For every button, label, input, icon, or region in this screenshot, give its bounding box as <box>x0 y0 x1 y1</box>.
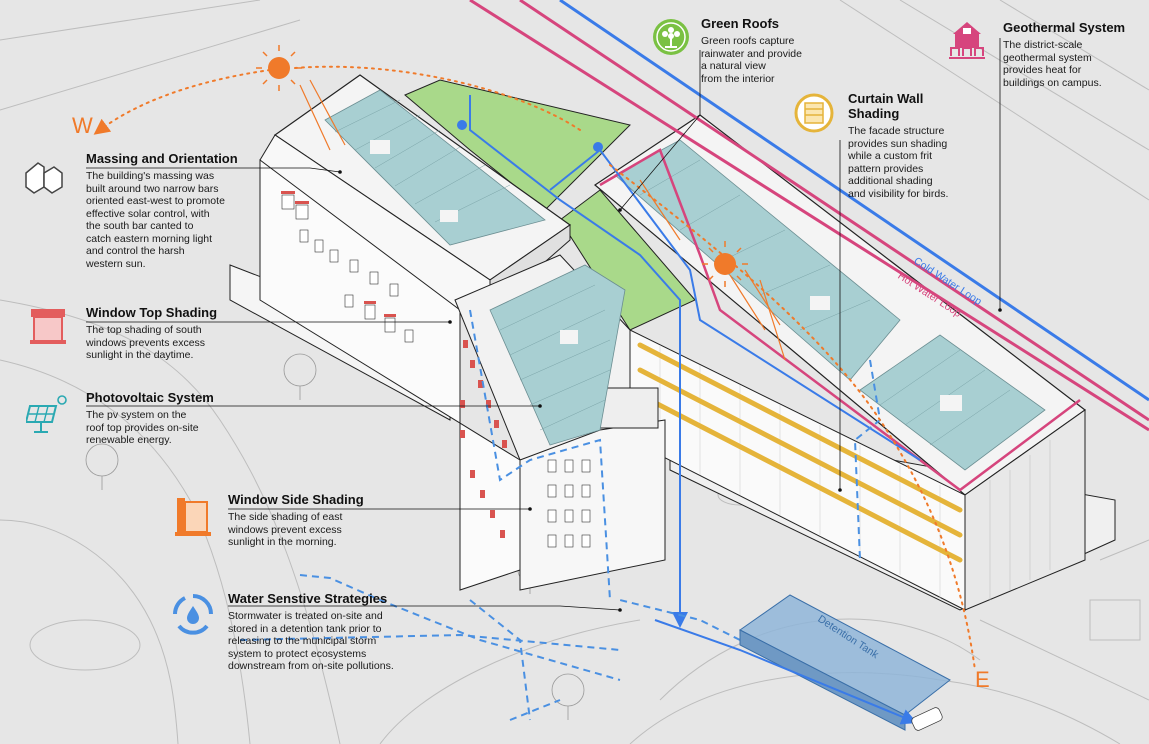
leader-lines <box>86 38 1001 611</box>
label-water: Water Senstive Strategies Stormwater is … <box>228 591 428 673</box>
label-window-top: Window Top Shading The top shading of so… <box>86 305 256 362</box>
sun-rays <box>299 79 786 361</box>
label-title: Massing and Orientation <box>86 151 238 166</box>
label-title: Water Senstive Strategies <box>228 591 388 606</box>
label-desc: The top shading of south windows prevent… <box>86 324 206 361</box>
massing-icon <box>25 162 63 194</box>
pv-arrays <box>324 89 1046 471</box>
label-title: Window Top Shading <box>86 305 218 320</box>
sun-west <box>256 45 302 91</box>
sun-east <box>702 241 748 287</box>
label-green-roof: Green Roofs Green roofs capture rainwate… <box>701 16 831 85</box>
label-title: Green Roofs <box>701 16 780 31</box>
south-windows <box>281 191 591 548</box>
label-desc: The side shading of east windows prevent… <box>228 511 343 548</box>
green-roof-icon <box>653 19 689 55</box>
sun-path <box>93 65 976 671</box>
green-roof <box>404 79 696 331</box>
label-geothermal: Geothermal System The district-scale geo… <box>1003 20 1143 89</box>
label-pv: Photovoltaic System The pv system on the… <box>86 390 256 447</box>
label-desc: Stormwater is treated on-site and stored… <box>228 610 394 672</box>
label-desc: The facade structure provides sun shadin… <box>848 125 949 200</box>
east-label: E <box>975 667 990 692</box>
west-label: W <box>72 113 93 138</box>
geothermal-icon <box>949 22 985 59</box>
label-title: Curtain Wall Shading <box>848 91 924 121</box>
label-massing: Massing and Orientation The building's m… <box>86 151 266 270</box>
stormwater-paths <box>239 309 882 721</box>
leader-dots <box>338 170 1002 612</box>
curtain-wall-icon <box>794 93 834 133</box>
label-window-side: Window Side Shading The side shading of … <box>228 492 398 549</box>
detention-tank <box>739 594 951 731</box>
solar-panel-icon <box>26 395 67 433</box>
label-curtain-wall: Curtain Wall Shading The facade structur… <box>848 91 958 200</box>
label-desc: The building's massing was built around … <box>86 170 225 270</box>
utility-loops <box>457 0 1149 628</box>
window-top-shading-icon <box>30 309 66 344</box>
label-title: Photovoltaic System <box>86 390 214 405</box>
window-side-shading-icon <box>175 498 211 536</box>
curtain-wall-shading-bands <box>637 342 963 563</box>
water-cycle-icon <box>173 594 213 635</box>
car <box>911 707 943 731</box>
tank-inflow <box>654 619 918 725</box>
label-desc: The district-scale geothermal system pro… <box>1003 39 1102 89</box>
label-title: Geothermal System <box>1003 20 1126 35</box>
label-desc: The pv system on the roof top provides o… <box>86 409 199 446</box>
label-desc: Green roofs capture rainwater and provid… <box>701 35 802 85</box>
label-title: Window Side Shading <box>228 492 364 507</box>
